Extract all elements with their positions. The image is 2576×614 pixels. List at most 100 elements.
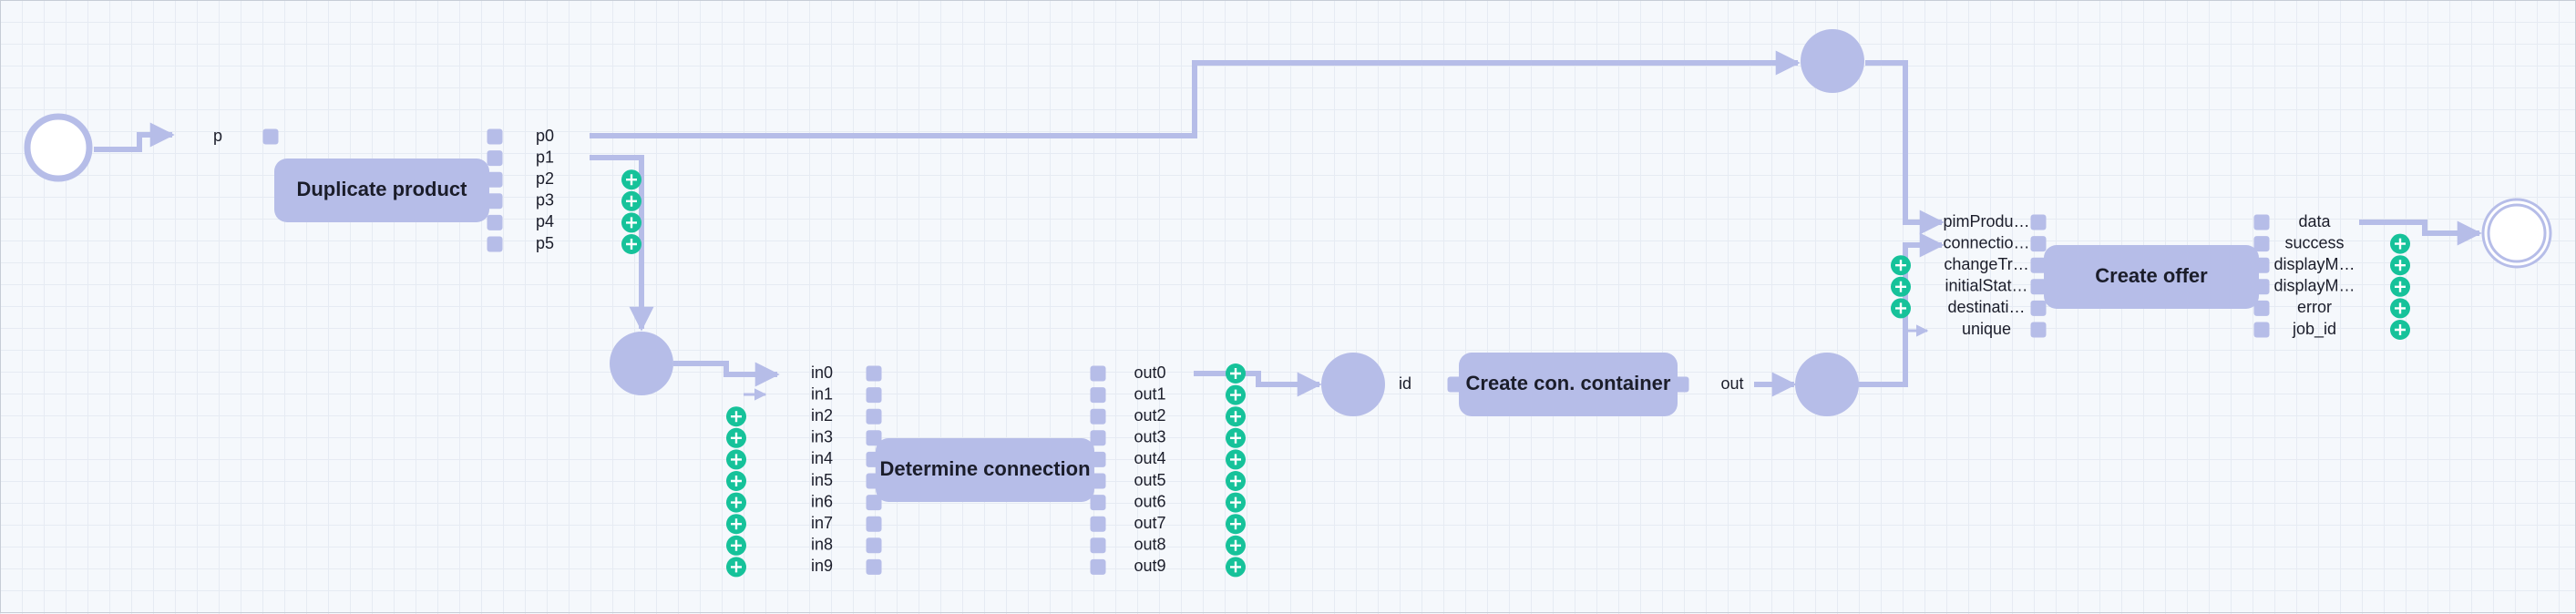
add-port-button-in7[interactable] (726, 514, 746, 535)
add-port-button-p4[interactable] (621, 212, 641, 233)
port-label-p: p (213, 127, 222, 145)
shapes-layer (24, 29, 2552, 502)
input-port-in5[interactable] (866, 473, 882, 489)
add-port-button-in5[interactable] (726, 471, 746, 491)
plus-icon (1230, 518, 1241, 530)
output-port-p4[interactable] (487, 214, 503, 230)
output-port-out4[interactable] (1090, 451, 1106, 467)
add-port-button-p5[interactable] (621, 234, 641, 254)
input-port-in2[interactable] (866, 408, 882, 425)
port-label-output-3: displayM… (2273, 277, 2355, 295)
add-port-button-out9[interactable] (1226, 557, 1246, 578)
add-port-button-p2[interactable] (621, 169, 641, 190)
add-port-button-in6[interactable] (726, 492, 746, 513)
junction-container-output[interactable] (1795, 353, 1859, 416)
add-port-button-output-4[interactable] (2390, 298, 2410, 319)
add-port-button-in2[interactable] (726, 406, 746, 427)
junction-container-input[interactable] (1321, 353, 1385, 416)
port-label-out0: out0 (1134, 363, 1165, 382)
input-port-in3[interactable] (866, 430, 882, 446)
add-port-button-out8[interactable] (1226, 535, 1246, 556)
input-port-in4[interactable] (866, 451, 882, 467)
plus-icon (1895, 302, 1906, 314)
port-label-p2: p2 (536, 169, 554, 188)
output-port-0[interactable] (2253, 214, 2270, 230)
output-port-out9[interactable] (1090, 558, 1106, 575)
node-determine-connection[interactable] (876, 438, 1094, 502)
output-port-out[interactable] (1673, 376, 1689, 393)
add-port-button-p3[interactable] (621, 190, 641, 211)
input-port-id[interactable] (1447, 376, 1463, 393)
output-port-p2[interactable] (487, 171, 503, 188)
output-port-4[interactable] (2253, 300, 2270, 316)
output-port-out6[interactable] (1090, 495, 1106, 511)
add-port-button-out1[interactable] (1226, 384, 1246, 405)
plus-icon (1230, 368, 1241, 379)
port-label-in5: in5 (811, 471, 833, 489)
input-port-in9[interactable] (866, 558, 882, 575)
junction-top[interactable] (1801, 29, 1864, 93)
add-port-button-out3[interactable] (1226, 427, 1246, 448)
add-port-button-output-5[interactable] (2390, 320, 2410, 340)
input-port-p[interactable] (262, 128, 279, 145)
input-port-5[interactable] (2030, 322, 2047, 338)
input-port-in1[interactable] (866, 387, 882, 404)
output-port-2[interactable] (2253, 257, 2270, 273)
output-port-p1[interactable] (487, 150, 503, 167)
add-port-button-input-3[interactable] (1891, 276, 1911, 297)
output-port-5[interactable] (2253, 322, 2270, 338)
input-port-4[interactable] (2030, 300, 2047, 316)
add-port-button-out7[interactable] (1226, 514, 1246, 535)
port-label-in9: in9 (811, 557, 833, 575)
junction-left[interactable] (610, 332, 673, 395)
plus-icon (2395, 281, 2406, 292)
output-port-p5[interactable] (487, 236, 503, 252)
port-label-input-1: connectio… (1943, 233, 2029, 251)
output-port-out1[interactable] (1090, 387, 1106, 404)
node-create-offer[interactable] (2044, 245, 2259, 309)
output-port-out5[interactable] (1090, 473, 1106, 489)
add-port-button-input-2[interactable] (1891, 255, 1911, 276)
add-port-button-output-2[interactable] (2390, 255, 2410, 276)
output-port-out8[interactable] (1090, 537, 1106, 554)
plus-icon (731, 539, 742, 551)
output-port-3[interactable] (2253, 279, 2270, 295)
input-port-2[interactable] (2030, 257, 2047, 273)
add-port-button-out4[interactable] (1226, 449, 1246, 470)
output-port-out0[interactable] (1090, 365, 1106, 382)
plus-icon (2395, 238, 2406, 250)
add-port-button-out0[interactable] (1226, 363, 1246, 384)
add-port-button-in4[interactable] (726, 449, 746, 470)
plus-icon (2395, 260, 2406, 271)
plus-icon (626, 239, 637, 250)
add-port-button-output-1[interactable] (2390, 233, 2410, 254)
plus-icon (626, 195, 637, 207)
add-port-button-out6[interactable] (1226, 492, 1246, 513)
add-port-button-out2[interactable] (1226, 406, 1246, 427)
add-port-button-in3[interactable] (726, 427, 746, 448)
input-port-in0[interactable] (866, 365, 882, 382)
output-port-p0[interactable] (487, 128, 503, 145)
input-port-in6[interactable] (866, 495, 882, 511)
output-port-1[interactable] (2253, 236, 2270, 252)
add-port-button-output-3[interactable] (2390, 276, 2410, 297)
input-port-in7[interactable] (866, 516, 882, 532)
add-port-button-in9[interactable] (726, 557, 746, 578)
add-port-button-input-4[interactable] (1891, 298, 1911, 319)
input-port-3[interactable] (2030, 279, 2047, 295)
add-port-button-in8[interactable] (726, 535, 746, 556)
output-port-out2[interactable] (1090, 408, 1106, 425)
add-port-button-out5[interactable] (1226, 471, 1246, 491)
input-port-0[interactable] (2030, 214, 2047, 230)
output-port-out7[interactable] (1090, 516, 1106, 532)
node-create-container[interactable] (1459, 353, 1678, 416)
start-event[interactable] (24, 113, 93, 182)
input-port-in8[interactable] (866, 537, 882, 554)
input-port-1[interactable] (2030, 236, 2047, 252)
output-port-out3[interactable] (1090, 430, 1106, 446)
output-port-p3[interactable] (487, 193, 503, 210)
plus-icon (1895, 281, 1906, 292)
plus-icon (626, 217, 637, 229)
node-duplicate-product[interactable] (274, 159, 489, 222)
